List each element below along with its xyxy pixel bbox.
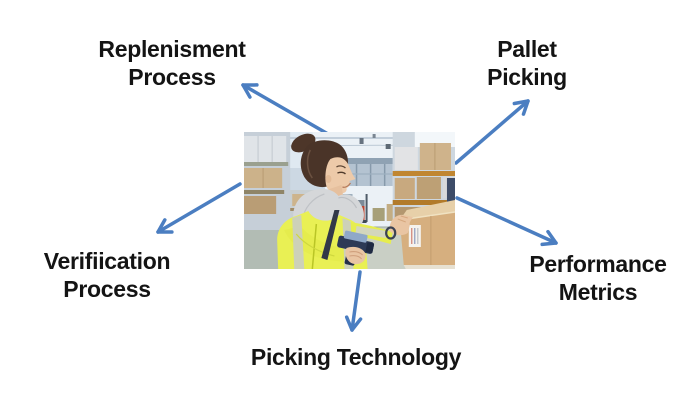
node-label-replenishment-process: Replenisment Process [98,35,246,91]
warehouse-photo [244,132,455,269]
label-line: Metrics [558,279,638,305]
arrow-to-picking-technology [344,270,363,332]
label-line: Replenisment [98,36,246,62]
label-line: Verifiication [43,248,171,274]
node-label-verification-process: Verifiication Process [43,247,171,303]
node-label-picking-technology: Picking Technology [251,343,461,371]
label-line: Performance [529,251,667,277]
arrow-to-replenishment-process [241,83,330,136]
label-line: Pallet [497,36,557,62]
arrow-to-verification-process [156,182,242,234]
label-line: Picking Technology [250,344,462,370]
node-label-performance-metrics: Performance Metrics [529,250,667,306]
node-label-pallet-picking: Pallet Picking [487,35,567,91]
label-line: Process [128,64,216,90]
arrow-to-pallet-picking [454,99,530,165]
label-line: Picking [487,64,567,90]
arrow-to-performance-metrics [455,196,558,247]
label-line: Process [63,276,151,302]
